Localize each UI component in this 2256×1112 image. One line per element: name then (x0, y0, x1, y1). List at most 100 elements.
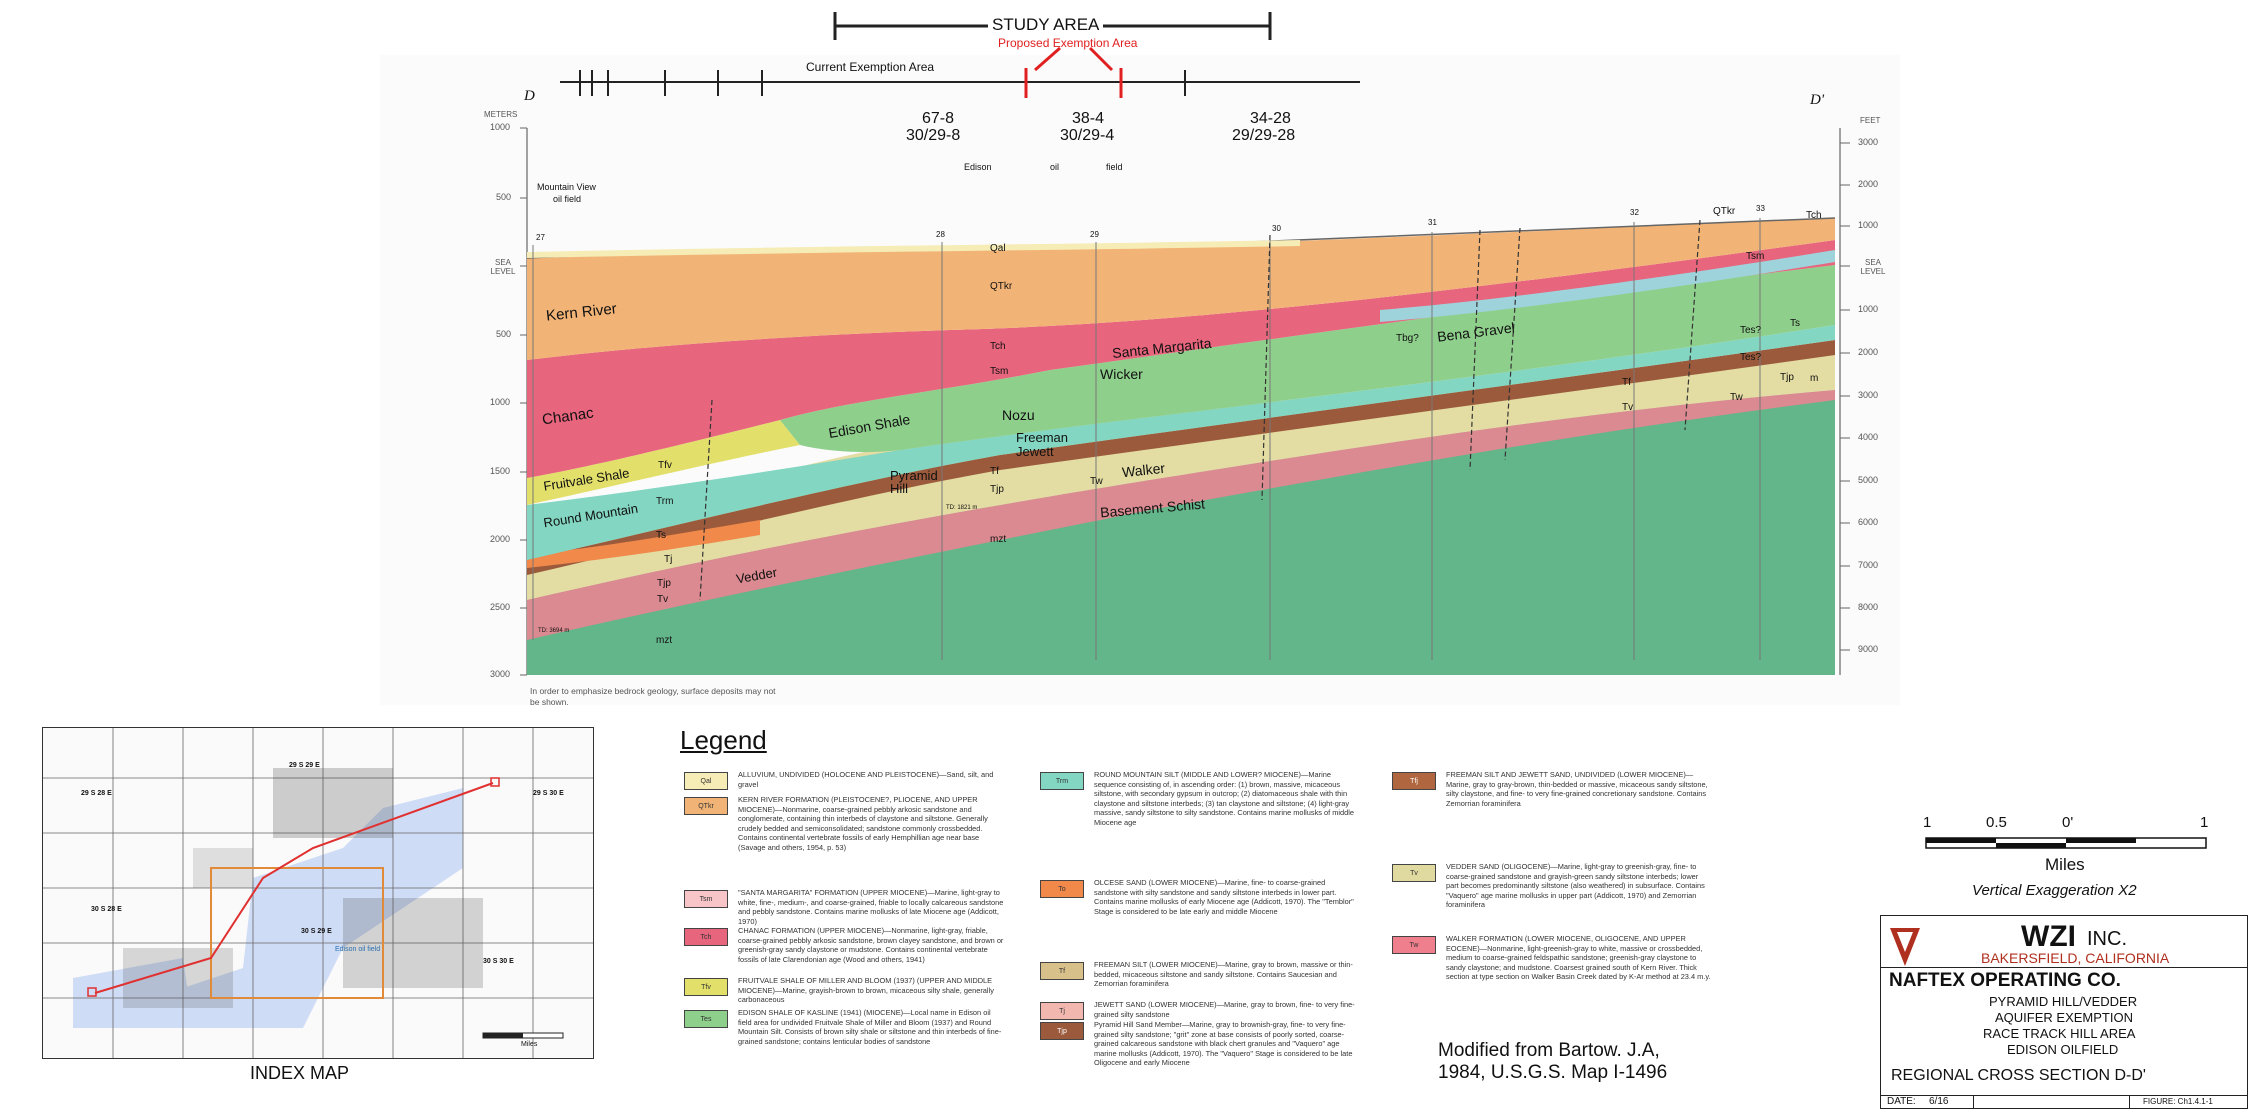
label-mzt-b: mzt (990, 534, 1007, 545)
township-label-6: 30 S 30 E (483, 958, 514, 965)
legend-text: FREEMAN SILT (LOWER MIOCENE)—Marine, gra… (1094, 960, 1353, 989)
map-scale-bar (482, 1032, 564, 1039)
right-tick-10: 7000 (1858, 560, 1879, 570)
label-m-right: m (1810, 373, 1819, 384)
label-qtkr-right: QTkr (1713, 206, 1736, 217)
label-td-mid: TD: 1821 m (946, 505, 978, 511)
credit-line-2: 1984, U.S.G.S. Map I-1496 (1438, 1062, 1668, 1083)
section-note: In order to emphasize bedrock geology, s… (530, 686, 776, 707)
legend-text: Pyramid Hill Sand Member—Marine, gray to… (1094, 1020, 1353, 1068)
legend-swatch: To (1040, 880, 1084, 898)
left-axis-ticks (520, 127, 527, 676)
label-qtkr: QTkr (990, 281, 1013, 292)
legend-title: Legend (680, 725, 767, 755)
label-tsm-right: Tsm (1746, 251, 1765, 262)
label-jewett: Jewett (1016, 444, 1054, 459)
label-tjp-right: Tjp (1780, 372, 1794, 383)
field-label-mv-oil-field: oil field (553, 194, 582, 204)
label-tw-right: Tw (1730, 392, 1743, 403)
legend-text: OLCESE SAND (LOWER MIOCENE)—Marine, fine… (1094, 878, 1354, 916)
legend-swatch: Tfj (1392, 772, 1436, 790)
right-tick-5: 2000 (1858, 347, 1879, 357)
edison-shale-layer (780, 265, 1835, 453)
date-value: 6/16 (1929, 1096, 1949, 1107)
label-tsm: Tsm (990, 366, 1009, 377)
legend-item-tes: Tes EDISON SHALE OF KASLINE (1941) (MIOC… (684, 1008, 1004, 1046)
project-line-1: PYRAMID HILL/VEDDER (1989, 994, 2138, 1009)
fault-lines (699, 219, 1701, 601)
field-label-oil: oil (1050, 162, 1060, 172)
section-label-3-top: 34-28 (1250, 110, 1291, 127)
right-tick-0: 3000 (1858, 137, 1879, 147)
label-tbg: Tbg? (1396, 333, 1419, 344)
legend-swatch: Tfv (684, 978, 728, 996)
study-area-title: STUDY AREA (988, 15, 1104, 35)
section-number-28: 28 (936, 230, 945, 239)
left-tick-6: 2000 (490, 534, 511, 544)
left-tick-8: 3000 (490, 669, 511, 679)
right-tick-9: 6000 (1858, 517, 1879, 527)
legend-item-qtkr: QTkr KERN RIVER FORMATION (PLEISTOCENE?,… (684, 795, 1004, 853)
left-tick-1: 500 (496, 192, 512, 202)
legend-swatch: Trm (1040, 772, 1084, 790)
scale-tick-half: 0.5 (1986, 814, 2007, 831)
label-tch: Tch (990, 341, 1006, 352)
legend-swatch: Tsm (684, 890, 728, 908)
label-nozu: Nozu (1002, 407, 1035, 423)
proposed-exemption-label: Proposed Exemption Area (998, 36, 1138, 50)
scale-tick-1: 1 (1923, 814, 1932, 831)
olcese-layer (527, 520, 760, 568)
left-tick-0: 1000 (490, 122, 511, 132)
map-study-box (210, 867, 384, 999)
well-lines (532, 218, 1761, 660)
qal-layer (527, 240, 1300, 258)
right-tick-1: 2000 (1858, 179, 1879, 189)
legend-item-tjp: Tjp Pyramid Hill Sand Member—Marine, gra… (1040, 1020, 1360, 1068)
legend-text: ALLUVIUM, UNDIVIDED (HOLOCENE AND PLEIST… (738, 770, 994, 789)
proposed-exemption-marks (1024, 46, 1123, 98)
section-number-30: 30 (1272, 224, 1281, 233)
legend-swatch: Tes (684, 1010, 728, 1028)
scale-unit: Miles (2045, 855, 2085, 874)
legend-item-tsm: Tsm "SANTA MARGARITA" FORMATION (UPPER M… (684, 888, 1004, 926)
legend-item-tfv: Tfv FRUITVALE SHALE OF MILLER AND BLOOM … (684, 976, 1004, 1005)
label-hill: Hill (890, 481, 909, 496)
scale-tick-zero: 0' (2062, 814, 2074, 831)
legend-swatch: Tjp (1040, 1022, 1084, 1040)
left-axis-unit: METERS (484, 110, 518, 119)
label-trm: Trm (656, 496, 674, 507)
label-tj-a: Tj (664, 554, 673, 565)
map-scale-label: Miles (521, 1041, 538, 1048)
legend-swatch: Tch (684, 928, 728, 946)
scale-bar (1925, 837, 2207, 849)
label-tes-right-2: Tes? (1740, 352, 1762, 363)
label-td-left: TD: 3694 m (538, 628, 570, 634)
label-tw: Tw (1090, 476, 1103, 487)
label-tjp-b: Tjp (990, 484, 1004, 495)
vertical-exaggeration: Vertical Exaggeration X2 (1972, 882, 2137, 899)
legend-text: "SANTA MARGARITA" FORMATION (UPPER MIOCE… (738, 888, 1004, 926)
legend-item-tj: Tj JEWETT SAND (LOWER MIOCENE)—Marine, g… (1040, 1000, 1360, 1020)
legend-swatch: Tf (1040, 962, 1084, 980)
left-tick-7: 2500 (490, 602, 511, 612)
kern-river-layer (527, 218, 1835, 360)
index-map-caption: INDEX MAP (250, 1063, 350, 1083)
label-freeman: Freeman (1016, 430, 1069, 445)
date-label: DATE: (1887, 1096, 1916, 1107)
scale-tick-end: 1 (2200, 814, 2209, 831)
project-line-2: AQUIFER EXEMPTION (1995, 1010, 2133, 1025)
map-field-name: Edison oil field (335, 946, 381, 953)
township-label-2: 29 S 29 E (289, 762, 320, 769)
legend-swatch: QTkr (684, 797, 728, 815)
label-tv-right: Tv (1622, 402, 1634, 413)
legend-item-tch: Tch CHANAC FORMATION (UPPER MIOCENE)—Non… (684, 926, 1004, 964)
section-end-right: D' (1810, 92, 1825, 108)
basement-schist-layer (527, 390, 1835, 675)
section-end-left: D (524, 88, 535, 104)
legend-swatch: Tw (1392, 936, 1436, 954)
project-line-4: EDISON OILFIELD (2007, 1042, 2119, 1057)
bena-gravel-layer (1380, 250, 1835, 322)
field-label-mountain-view: Mountain View (537, 182, 596, 192)
section-label-2-top: 38-4 (1072, 110, 1105, 127)
map-section-line (94, 782, 494, 994)
